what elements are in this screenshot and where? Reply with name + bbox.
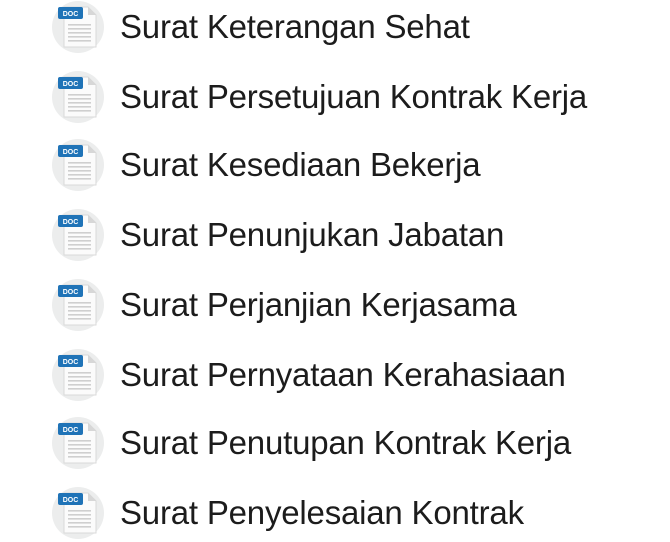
document-item-surat-penunjukan-jabatan[interactable]: Surat Penunjukan Jabatan	[50, 204, 660, 264]
document-label: Surat Persetujuan Kontrak Kerja	[120, 77, 588, 115]
doc-file-icon	[50, 483, 108, 541]
doc-file-icon	[50, 275, 108, 333]
doc-file-icon	[50, 67, 108, 125]
document-label: Surat Keterangan Sehat	[120, 7, 470, 45]
document-item-surat-keterangan-sehat[interactable]: Surat Keterangan Sehat	[50, 0, 660, 56]
document-item-surat-penyelesaian-kontrak[interactable]: Surat Penyelesaian Kontrak	[50, 482, 660, 542]
doc-file-icon	[50, 345, 108, 403]
document-label: Surat Perjanjian Kerjasama	[120, 285, 517, 323]
document-item-surat-persetujuan-kontrak-kerja[interactable]: Surat Persetujuan Kontrak Kerja	[50, 66, 660, 126]
doc-file-icon	[50, 135, 108, 193]
doc-file-icon	[50, 0, 108, 55]
document-label: Surat Kesediaan Bekerja	[120, 145, 481, 183]
document-item-surat-penutupan-kontrak-kerja[interactable]: Surat Penutupan Kontrak Kerja	[50, 412, 660, 472]
document-label: Surat Penyelesaian Kontrak	[120, 493, 524, 531]
doc-file-icon	[50, 205, 108, 263]
document-item-surat-perjanjian-kerjasama[interactable]: Surat Perjanjian Kerjasama	[50, 274, 660, 334]
document-item-surat-pernyataan-kerahasiaan[interactable]: Surat Pernyataan Kerahasiaan	[50, 344, 660, 404]
document-label: Surat Penutupan Kontrak Kerja	[120, 423, 571, 461]
document-label: Surat Pernyataan Kerahasiaan	[120, 355, 566, 393]
document-item-surat-kesediaan-bekerja[interactable]: Surat Kesediaan Bekerja	[50, 134, 660, 194]
doc-file-icon	[50, 413, 108, 471]
document-label: Surat Penunjukan Jabatan	[120, 215, 505, 253]
